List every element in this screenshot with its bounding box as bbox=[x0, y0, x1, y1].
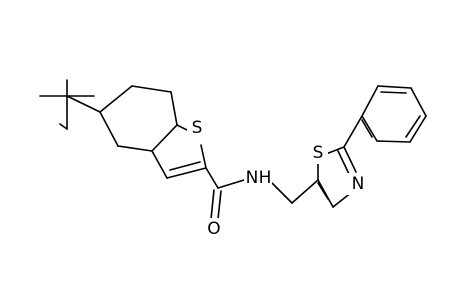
bond bbox=[317, 182, 329, 200]
tert-butyl-group bbox=[39, 79, 101, 130]
bond bbox=[343, 115, 363, 148]
bond bbox=[361, 85, 379, 117]
bond bbox=[291, 179, 319, 204]
bond bbox=[361, 119, 373, 138]
bond bbox=[99, 85, 133, 113]
atom-label-s-thiophene: S bbox=[192, 118, 203, 138]
bond bbox=[361, 115, 378, 142]
bond bbox=[217, 179, 245, 189]
carboxamide-group bbox=[205, 167, 293, 220]
atom-label-n-thiazole: N bbox=[352, 174, 365, 194]
bond bbox=[131, 85, 172, 93]
bond bbox=[170, 91, 178, 126]
bond bbox=[59, 123, 68, 130]
atom-label-n-amide: N bbox=[246, 168, 259, 188]
atom-label-h-amide: H bbox=[259, 168, 272, 188]
phenyl-ring bbox=[343, 85, 427, 148]
bond bbox=[376, 140, 411, 143]
cyclohexene-ring bbox=[99, 85, 178, 152]
bond bbox=[343, 146, 357, 173]
bond bbox=[217, 190, 222, 220]
bond bbox=[151, 150, 168, 179]
bond bbox=[377, 85, 412, 89]
bond bbox=[210, 189, 215, 220]
bond bbox=[337, 150, 350, 175]
atom-label-s-thiazole: S bbox=[313, 143, 324, 163]
bond bbox=[271, 182, 293, 204]
bond bbox=[117, 145, 153, 152]
bond bbox=[66, 95, 101, 113]
bond bbox=[169, 161, 201, 171]
bond bbox=[151, 124, 178, 152]
bond bbox=[99, 111, 119, 147]
bond bbox=[200, 144, 207, 169]
atom-labels: S N H O S N bbox=[187, 117, 369, 240]
thiophene-ring bbox=[151, 124, 207, 179]
bond bbox=[205, 167, 219, 189]
bond bbox=[409, 115, 427, 143]
bond bbox=[380, 91, 407, 94]
bond bbox=[405, 115, 421, 138]
bond bbox=[166, 167, 207, 179]
atom-label-o-carbonyl: O bbox=[207, 219, 220, 239]
bond bbox=[325, 146, 345, 155]
bond bbox=[410, 87, 427, 117]
